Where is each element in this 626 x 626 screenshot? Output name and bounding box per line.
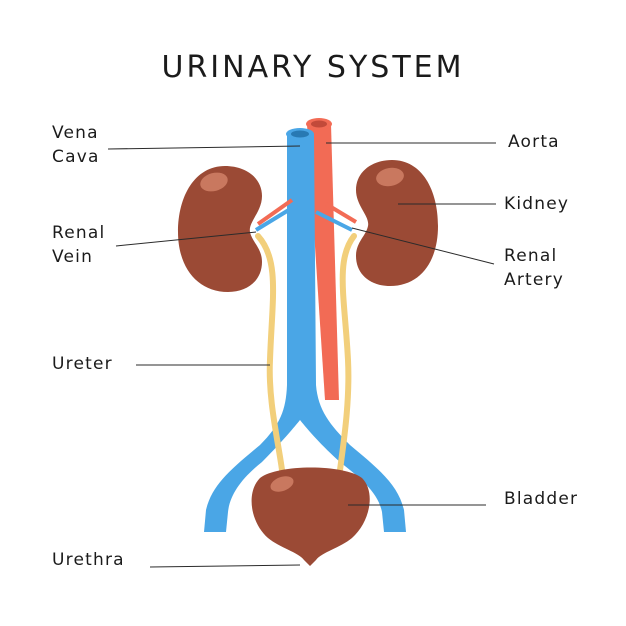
label-renal-vein-line2: Vein <box>52 247 94 267</box>
urethra-leader <box>149 564 301 568</box>
label-urethra: Urethra <box>52 550 125 570</box>
label-vena-cava-line1: Vena <box>52 123 99 143</box>
renal-vessels <box>254 198 358 232</box>
renal-vein-leader <box>115 231 257 247</box>
label-vena-cava-line2: Cava <box>52 147 100 167</box>
label-kidney: Kidney <box>504 194 570 214</box>
left-kidney <box>178 166 262 292</box>
vena-cava-leader <box>107 145 301 150</box>
label-bladder: Bladder <box>504 489 579 509</box>
label-renal-vein-line1: Renal <box>52 223 106 243</box>
label-renal-artery-line1: Renal <box>504 246 558 266</box>
label-ureter: Ureter <box>52 354 113 374</box>
leader-lines <box>107 142 496 568</box>
page-title: URINARY SYSTEM <box>161 50 465 85</box>
label-renal-artery-line2: Artery <box>504 270 564 290</box>
aorta <box>306 118 339 400</box>
ureters <box>255 233 357 473</box>
renal-artery-leader <box>351 227 495 265</box>
vena-cava <box>204 128 406 532</box>
label-aorta: Aorta <box>508 132 560 152</box>
bladder <box>251 467 370 566</box>
right-kidney <box>356 160 438 286</box>
